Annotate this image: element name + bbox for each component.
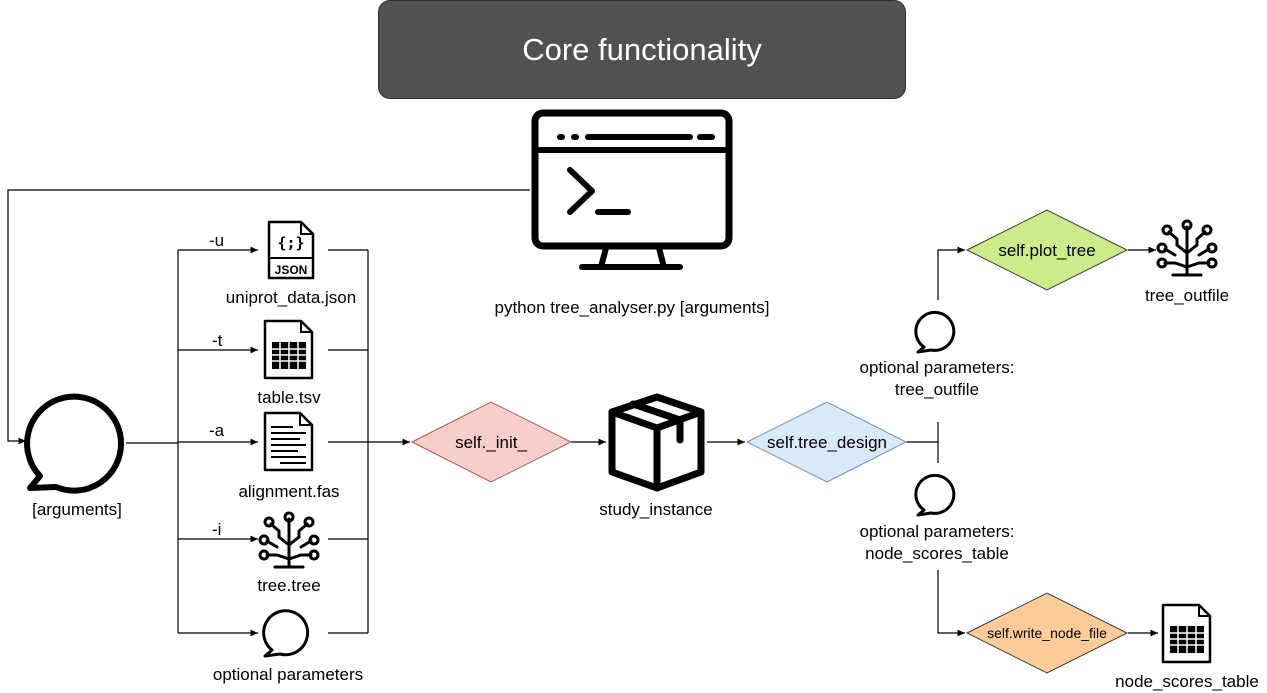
flag-u: -u xyxy=(209,231,225,250)
tree-file-label: tree.tree xyxy=(257,576,321,595)
tree-design-label: self.tree_design xyxy=(767,433,887,452)
optional-params-label: optional parameters xyxy=(212,665,364,684)
tree-icon xyxy=(258,511,320,569)
uniprot-file-label: uniprot_data.json xyxy=(225,288,357,307)
tree-design-diamond xyxy=(745,401,908,483)
tree-outfile-label: tree_outfile xyxy=(1144,286,1230,305)
edge-monitor-to-arguments xyxy=(7,189,530,445)
init-process-diamond xyxy=(410,401,573,483)
package-box-icon xyxy=(608,393,705,492)
svg-text:{;}: {;} xyxy=(277,234,304,252)
edge-to-write-node xyxy=(937,570,965,637)
table-file-icon xyxy=(263,319,314,380)
json-file-icon: {;} JSON xyxy=(267,220,315,280)
header-title: Core functionality xyxy=(522,31,762,67)
plot-tree-diamond xyxy=(965,209,1129,291)
arguments-speech-bubble-icon xyxy=(24,393,124,494)
init-process-label: self._init_ xyxy=(455,433,527,452)
optional-nodes-line1: optional parameters: xyxy=(859,522,1015,541)
write-node-file-label: self.write_node_file xyxy=(987,625,1107,641)
arguments-label: [arguments] xyxy=(32,500,122,519)
flag-a: -a xyxy=(209,421,225,440)
edge-to-plot-tree xyxy=(937,246,965,300)
plot-tree-label: self.plot_tree xyxy=(998,241,1095,260)
optional-nodes-params: optional parameters: node_scores_table xyxy=(860,521,1015,565)
core-functionality-header: Core functionality xyxy=(378,0,906,99)
svg-text:JSON: JSON xyxy=(275,263,308,277)
study-instance-label: study_instance xyxy=(599,500,713,519)
optional-params-bubble-icon xyxy=(262,609,310,658)
command-label: python tree_analyser.py [arguments] xyxy=(494,298,770,317)
write-node-file-diamond xyxy=(965,592,1129,674)
flag-i: -i xyxy=(212,520,222,539)
optional-nodes-line2: node_scores_table xyxy=(865,544,1009,564)
alignment-file-icon xyxy=(263,411,314,472)
optional-tree-params: optional parameters: tree_outfile xyxy=(860,357,1015,401)
optional-tree-line2: tree_outfile xyxy=(894,380,980,400)
table-file-label: table.tsv xyxy=(257,388,321,407)
flag-t: -t xyxy=(212,331,223,350)
optional-tree-line1: optional parameters: xyxy=(859,358,1015,377)
tree-outfile-icon xyxy=(1156,219,1218,277)
node-scores-table-icon xyxy=(1161,603,1212,664)
terminal-monitor-icon xyxy=(531,109,733,270)
node-scores-bubble-icon xyxy=(914,473,956,517)
connectors xyxy=(7,189,1158,637)
alignment-file-label: alignment.fas xyxy=(238,482,340,501)
tree-outfile-bubble-icon xyxy=(914,310,956,354)
node-scores-table-label: node_scores_table xyxy=(1115,672,1259,691)
